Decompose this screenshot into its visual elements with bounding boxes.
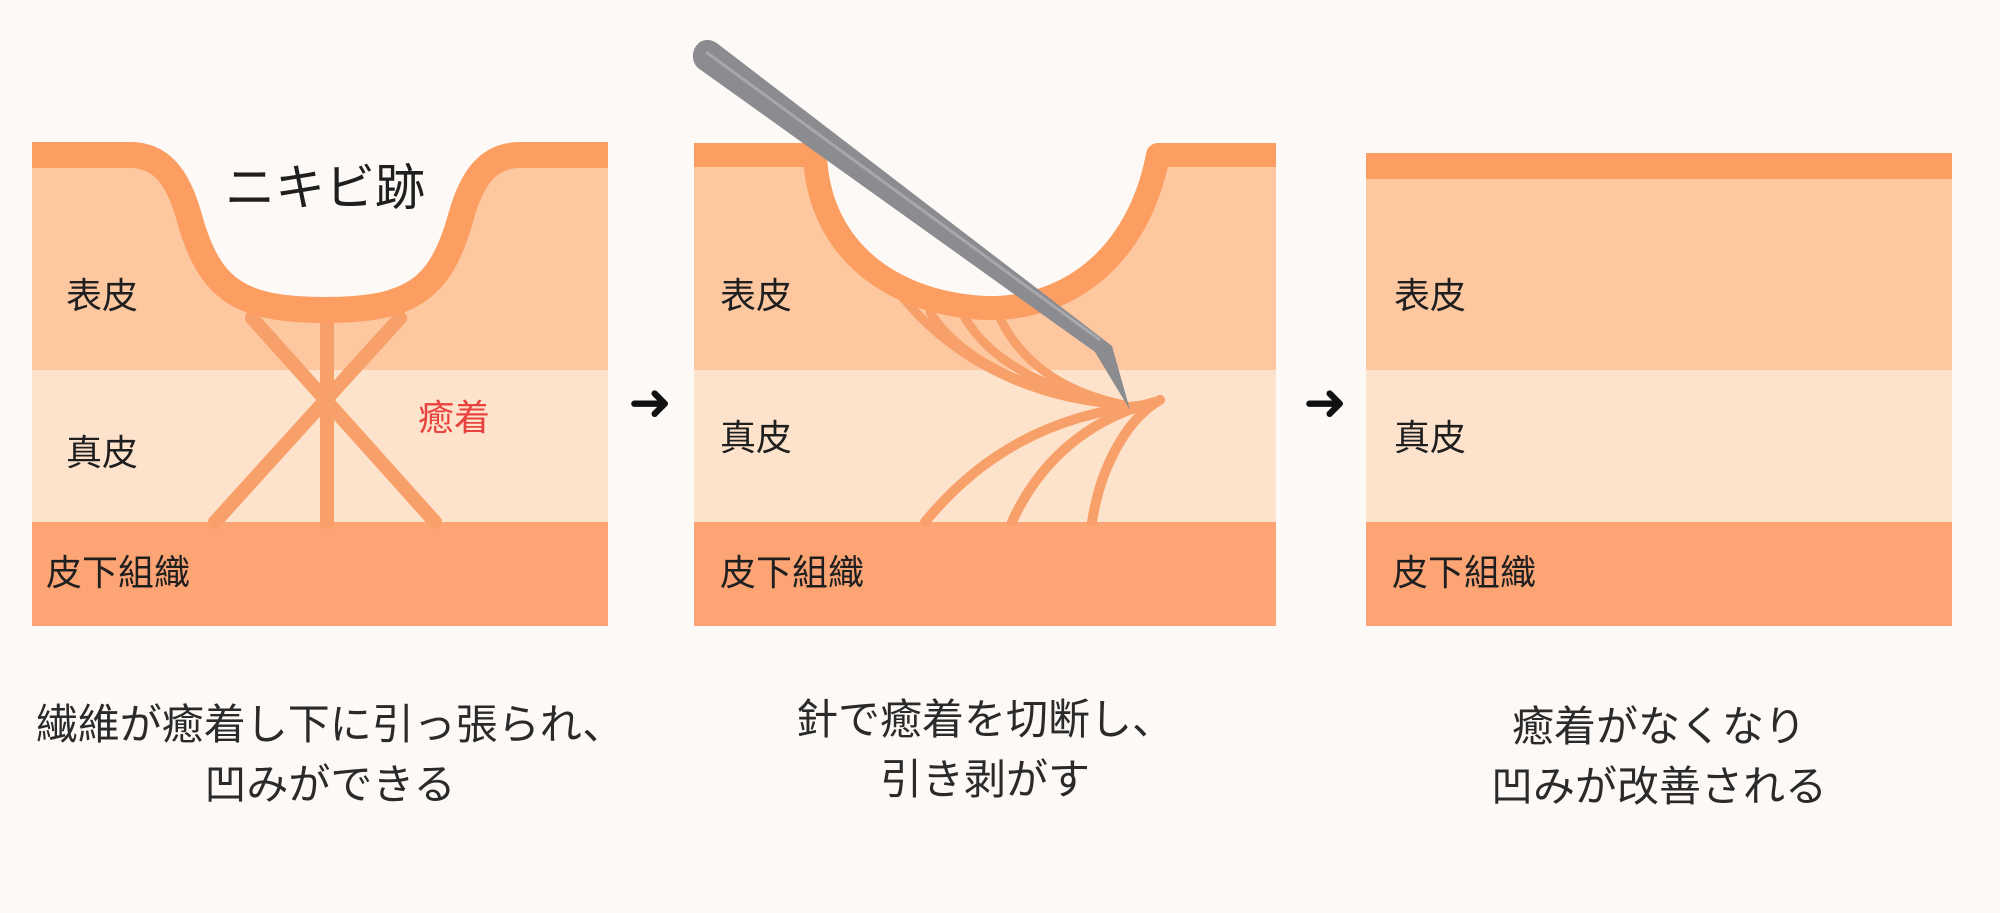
panel-1-title: ニキビ跡 xyxy=(225,159,425,217)
panel-3-dermis-layer xyxy=(1366,370,1952,522)
panel-3-subcutis-label: 皮下組織 xyxy=(1392,553,1536,594)
panel-3-dermis-label: 真皮 xyxy=(1394,418,1466,459)
panel-1-caption-line-2: 凹みができる xyxy=(204,760,456,809)
panel-2-lower-fibers xyxy=(920,395,1165,527)
needle-icon xyxy=(692,39,1130,410)
panel-2-dermis-layer xyxy=(694,370,1276,522)
panel-3-epidermis-label: 表皮 xyxy=(1394,276,1466,317)
arrow-1-icon: ➜ xyxy=(628,373,672,433)
panel-2-subcutis-layer xyxy=(694,522,1276,626)
panel-2-subcutis-label: 皮下組織 xyxy=(720,553,864,594)
panel-1-subcutis-label: 皮下組織 xyxy=(46,553,190,594)
panel-2-caption-line-1: 針で癒着を切断し、 xyxy=(795,695,1174,744)
arrow-2-icon: ➜ xyxy=(1303,373,1347,433)
panel-1: ニキビ跡 表皮 真皮 癒着 皮下組織 xyxy=(32,142,608,626)
panel-2-skin-surface xyxy=(694,143,1276,321)
panel-1-caption: 繊維が癒着し下に引っ張られ、 凹みができる xyxy=(10,695,650,815)
panel-2-caption: 針で癒着を切断し、 引き剥がす xyxy=(690,690,1280,810)
panel-1-fibers xyxy=(208,305,442,529)
panel-2-dermis-label: 真皮 xyxy=(720,418,792,459)
panel-1-epidermis-label: 表皮 xyxy=(66,276,138,317)
panel-3-caption: 癒着がなくなり 凹みが改善される xyxy=(1366,697,1952,817)
panel-1-dermis-label: 真皮 xyxy=(66,433,138,474)
panel-1-skin-surface xyxy=(32,142,608,323)
panel-3-caption-line-1: 癒着がなくなり xyxy=(1511,702,1806,751)
panel-2-epidermis-label: 表皮 xyxy=(720,276,792,317)
panel-2-caption-line-2: 引き剥がす xyxy=(879,755,1090,804)
panel-1-subcutis-layer xyxy=(32,522,608,626)
panel-3-subcutis-layer xyxy=(1366,522,1952,626)
panel-3: 表皮 真皮 皮下組織 xyxy=(1366,153,1952,626)
panel-3-caption-line-2: 凹みが改善される xyxy=(1490,762,1827,811)
panel-1-caption-line-1: 繊維が癒着し下に引っ張られ、 xyxy=(35,700,625,749)
panel-2: 表皮 真皮 皮下組織 xyxy=(692,39,1276,626)
panel-3-epidermis-layer xyxy=(1366,155,1952,370)
panel-3-skin-surface xyxy=(1366,153,1952,179)
panel-1-adhesion-label: 癒着 xyxy=(418,398,490,439)
